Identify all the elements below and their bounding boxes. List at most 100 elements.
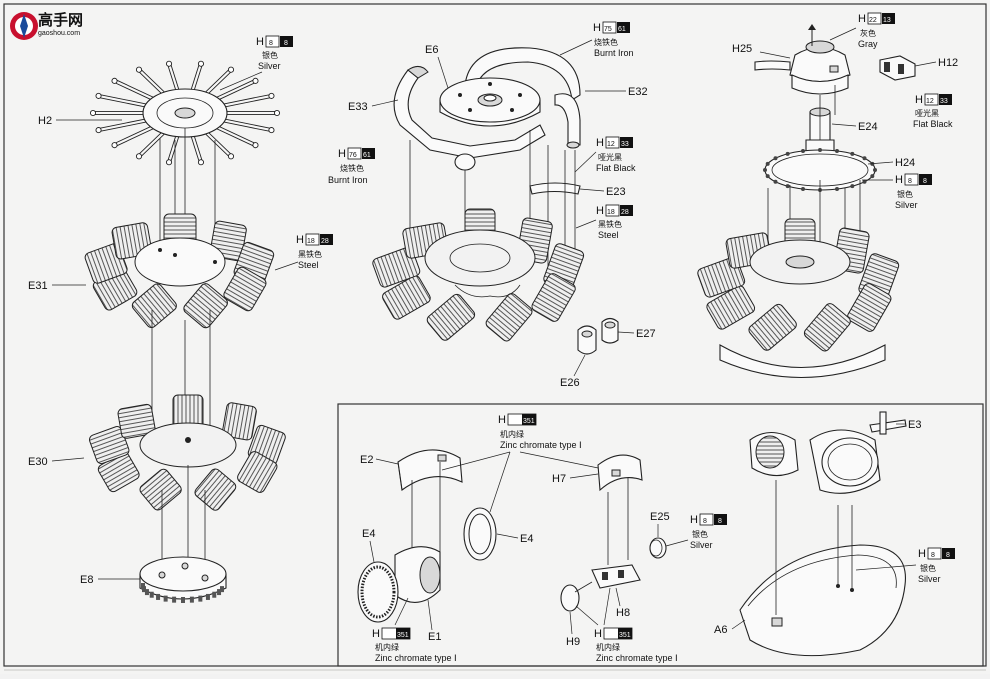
svg-text:机内绿: 机内绿 bbox=[596, 642, 620, 652]
svg-text:22: 22 bbox=[869, 17, 877, 24]
svg-text:Silver: Silver bbox=[918, 574, 941, 584]
svg-text:H12: H12 bbox=[938, 57, 958, 69]
svg-text:Zinc chromate type Ⅰ: Zinc chromate type Ⅰ bbox=[375, 653, 457, 663]
svg-text:哑光黑: 哑光黑 bbox=[915, 108, 939, 118]
svg-text:E32: E32 bbox=[628, 86, 648, 98]
svg-text:A6: A6 bbox=[714, 624, 727, 636]
paint-callout-h76-burnt-iron: H 76 61 烧铁色 Burnt Iron bbox=[328, 147, 375, 185]
label-e30: E30 bbox=[28, 456, 85, 468]
svg-text:H: H bbox=[256, 36, 264, 48]
paint-callout-h22-gray: H 22 13 灰色 Gray bbox=[829, 12, 895, 49]
svg-text:H: H bbox=[918, 548, 926, 560]
svg-text:8: 8 bbox=[931, 552, 935, 559]
svg-text:8: 8 bbox=[703, 518, 707, 525]
svg-text:E6: E6 bbox=[425, 44, 438, 56]
label-e32: E32 bbox=[585, 86, 648, 98]
part-h8-bracket bbox=[591, 564, 641, 589]
svg-text:H: H bbox=[858, 13, 866, 25]
svg-text:银色: 银色 bbox=[692, 529, 708, 539]
svg-text:H: H bbox=[596, 205, 604, 217]
part-e23-pipe bbox=[529, 182, 581, 195]
svg-text:E23: E23 bbox=[606, 186, 626, 198]
svg-text:Zinc chromate type Ⅰ: Zinc chromate type Ⅰ bbox=[596, 653, 678, 663]
svg-text:Burnt Iron: Burnt Iron bbox=[594, 48, 634, 58]
svg-text:18: 18 bbox=[607, 209, 615, 216]
label-h8: H8 bbox=[615, 587, 630, 619]
label-e2: E2 bbox=[360, 454, 399, 466]
svg-text:H: H bbox=[498, 414, 506, 426]
label-e4-left: E4 bbox=[362, 528, 375, 563]
svg-text:E3: E3 bbox=[908, 419, 921, 431]
paint-callout-h18-steel-left: H 18 28 黑铁色 Steel bbox=[274, 233, 333, 271]
svg-text:E31: E31 bbox=[28, 280, 48, 292]
svg-text:Flat Black: Flat Black bbox=[596, 163, 636, 173]
svg-text:12: 12 bbox=[607, 141, 615, 148]
svg-text:Silver: Silver bbox=[895, 200, 918, 210]
svg-text:Silver: Silver bbox=[690, 540, 713, 550]
svg-text:8: 8 bbox=[908, 178, 912, 185]
part-e6-front-case bbox=[439, 77, 541, 127]
paint-callout-h75-burnt-iron: H 75 61 烧铁色 Burnt Iron bbox=[559, 21, 634, 58]
part-e26-small-piece bbox=[577, 325, 597, 355]
part-e4-gasket-right bbox=[463, 507, 497, 561]
svg-text:哑光黑: 哑光黑 bbox=[598, 152, 622, 162]
svg-text:E25: E25 bbox=[650, 511, 670, 523]
part-h25-propeller-hub bbox=[754, 24, 851, 95]
svg-text:28: 28 bbox=[321, 238, 329, 245]
paint-callout-h351-mid: H 351 机内绿 Zinc chromate type Ⅰ bbox=[575, 587, 678, 663]
svg-text:351: 351 bbox=[523, 418, 535, 425]
svg-text:H: H bbox=[594, 628, 602, 640]
svg-text:12: 12 bbox=[926, 98, 934, 105]
svg-text:黑铁色: 黑铁色 bbox=[598, 219, 622, 229]
svg-text:E27: E27 bbox=[636, 328, 656, 340]
label-e6: E6 bbox=[425, 44, 449, 89]
paint-callout-h351-left: H 351 机内绿 Zinc chromate type Ⅰ bbox=[372, 597, 457, 663]
svg-text:E8: E8 bbox=[80, 574, 93, 586]
watermark-title: 高手网 bbox=[38, 11, 83, 29]
svg-text:28: 28 bbox=[621, 209, 629, 216]
svg-text:H8: H8 bbox=[616, 607, 630, 619]
paint-callout-h12-flat-black-right: H 12 33 哑光黑 Flat Black bbox=[913, 93, 953, 129]
svg-text:H: H bbox=[690, 514, 698, 526]
svg-text:烧铁色: 烧铁色 bbox=[340, 163, 364, 173]
svg-text:黑铁色: 黑铁色 bbox=[298, 249, 322, 259]
svg-text:H24: H24 bbox=[895, 157, 915, 169]
svg-text:8: 8 bbox=[946, 552, 950, 559]
label-a6: A6 bbox=[714, 619, 746, 636]
svg-text:E2: E2 bbox=[360, 454, 373, 466]
svg-text:351: 351 bbox=[619, 632, 631, 639]
svg-text:灰色: 灰色 bbox=[860, 28, 876, 38]
svg-text:Flat Black: Flat Black bbox=[913, 119, 953, 129]
svg-text:13: 13 bbox=[883, 17, 891, 24]
label-e31: E31 bbox=[28, 280, 86, 292]
label-h25: H25 bbox=[732, 43, 791, 59]
svg-text:61: 61 bbox=[618, 26, 626, 33]
part-a6-base-plate bbox=[739, 500, 906, 657]
svg-text:Burnt Iron: Burnt Iron bbox=[328, 175, 368, 185]
svg-text:银色: 银色 bbox=[897, 189, 913, 199]
part-h12-governor bbox=[879, 55, 916, 81]
part-e2-duct-cover bbox=[397, 449, 463, 491]
part-h7-clamp bbox=[597, 454, 643, 492]
part-e25-lens bbox=[649, 537, 667, 559]
part-e32-exhaust-collector bbox=[464, 47, 581, 149]
svg-text:33: 33 bbox=[621, 141, 629, 148]
label-e8: E8 bbox=[80, 574, 140, 586]
paint-callout-h8-silver-mid: H 8 8 银色 Silver bbox=[665, 513, 727, 550]
label-h7: H7 bbox=[552, 473, 599, 485]
svg-text:烧铁色: 烧铁色 bbox=[594, 37, 618, 47]
svg-text:H: H bbox=[915, 94, 923, 106]
svg-text:18: 18 bbox=[307, 238, 315, 245]
svg-text:H2: H2 bbox=[38, 115, 52, 127]
label-e33: E33 bbox=[348, 99, 399, 113]
part-e3-fan-motor bbox=[749, 411, 907, 500]
svg-text:机内绿: 机内绿 bbox=[500, 429, 524, 439]
svg-text:E4: E4 bbox=[362, 528, 375, 540]
svg-text:E1: E1 bbox=[428, 631, 441, 643]
part-e33-exhaust-pipe bbox=[393, 66, 546, 171]
svg-text:H: H bbox=[296, 234, 304, 246]
svg-text:H7: H7 bbox=[552, 473, 566, 485]
label-e27: E27 bbox=[617, 328, 656, 340]
